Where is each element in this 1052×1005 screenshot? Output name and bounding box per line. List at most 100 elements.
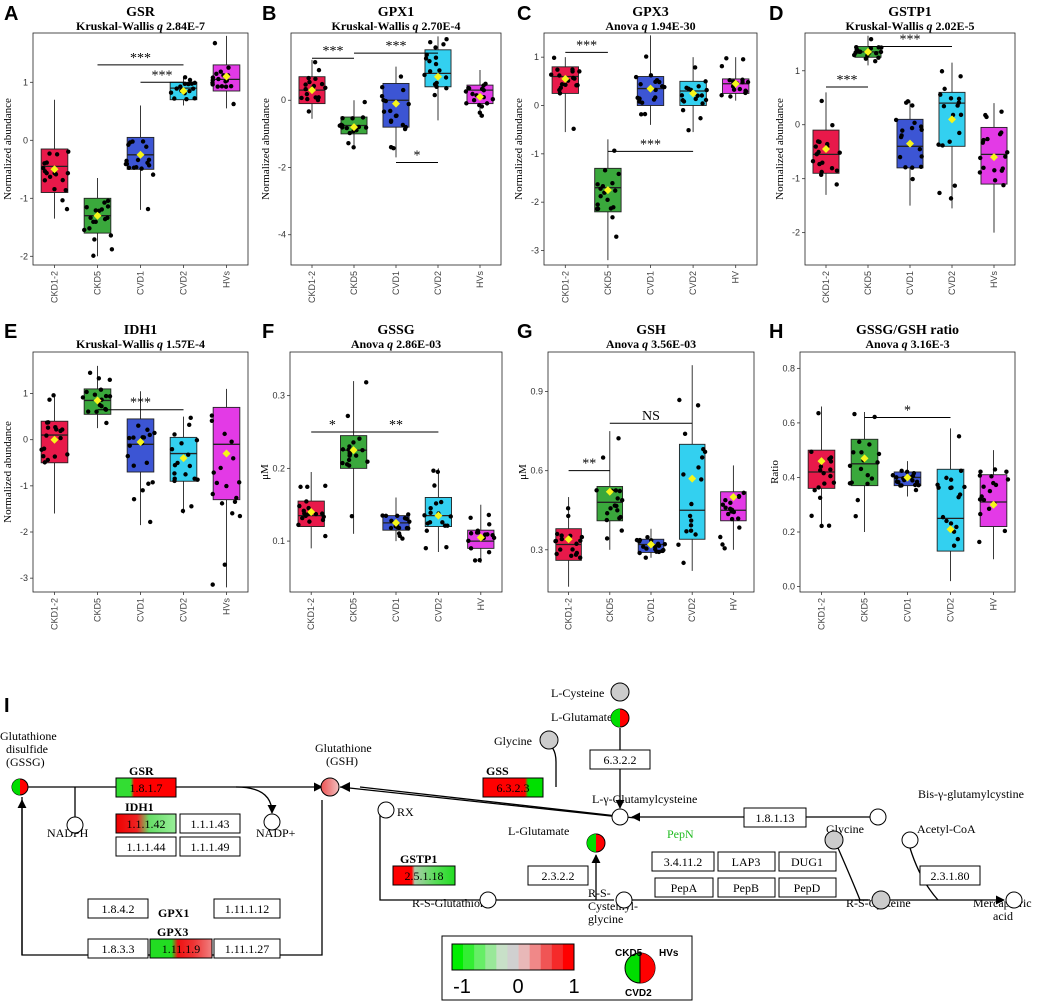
data-point: [237, 480, 242, 485]
data-point: [553, 538, 559, 544]
data-point: [471, 98, 477, 103]
data-point: [828, 467, 833, 472]
y-tick-label: 1: [23, 389, 28, 399]
data-point: [641, 544, 646, 549]
data-point: [180, 508, 186, 514]
data-point: [109, 247, 115, 252]
compound-acetyl-coa: Acetyl-CoA: [917, 822, 976, 836]
data-point: [307, 79, 312, 85]
panel-letter-b: B: [262, 3, 276, 25]
legend-swatch: [551, 944, 564, 970]
legend-swatch: [496, 944, 508, 970]
x-tick-label: CKD5: [349, 598, 359, 622]
data-point: [858, 49, 863, 54]
node-bis-gamma: [869, 808, 887, 826]
data-point: [872, 414, 877, 420]
compound-gssg-line2: disulfide: [6, 742, 48, 756]
data-point: [127, 435, 132, 441]
data-point: [681, 99, 687, 104]
enzyme-6-3-2-2: 6.3.2.2: [604, 753, 637, 767]
data-point: [720, 502, 726, 507]
mean-marker: [817, 457, 826, 466]
data-point: [230, 511, 235, 516]
data-point: [47, 151, 52, 156]
data-point: [402, 515, 408, 521]
mean-marker: [564, 535, 573, 544]
y-tick-label: -1: [531, 149, 539, 159]
data-point: [941, 104, 947, 109]
panel-title: GSH: [636, 323, 666, 338]
data-point: [228, 84, 234, 89]
data-point: [821, 470, 826, 476]
data-point: [422, 72, 427, 78]
data-point: [301, 508, 306, 514]
y-tick-label: 0.3: [530, 545, 543, 555]
data-point: [637, 539, 642, 544]
gene-label-gpx3: GPX3: [157, 925, 188, 939]
data-point: [681, 560, 686, 566]
enzyme-1-8-3-3: 1.8.3.3: [102, 942, 135, 956]
data-point: [643, 555, 648, 560]
data-point: [490, 532, 495, 538]
gene-label-gpx1: GPX1: [158, 906, 189, 920]
data-point: [190, 86, 196, 91]
mean-marker: [476, 533, 485, 542]
mean-marker: [50, 435, 59, 444]
data-point: [182, 75, 188, 80]
data-point: [876, 55, 881, 60]
data-point: [131, 463, 136, 468]
data-point: [44, 160, 49, 165]
data-point: [175, 460, 180, 466]
data-point: [570, 547, 575, 552]
significance-label: **: [389, 418, 403, 433]
box-ckd1-2: [298, 59, 328, 119]
data-point: [809, 449, 814, 455]
data-point: [434, 84, 439, 89]
data-point: [344, 462, 350, 467]
mean-marker: [822, 145, 830, 153]
data-point: [303, 86, 308, 92]
x-tick-label: HVs: [222, 271, 232, 289]
data-point: [855, 497, 860, 503]
data-point: [313, 76, 318, 82]
y-tick-label: -3: [531, 246, 539, 256]
data-point: [559, 536, 565, 542]
y-tick-label: 0.1: [272, 536, 285, 546]
data-point: [689, 501, 694, 507]
data-point: [954, 524, 959, 530]
box-cvd2: [168, 75, 198, 106]
data-point: [847, 463, 853, 468]
data-point: [645, 535, 650, 540]
mean-marker: [93, 396, 102, 405]
data-point: [548, 72, 554, 77]
panel-title: IDH1: [124, 323, 157, 338]
data-point: [956, 100, 962, 105]
data-point: [146, 481, 151, 486]
legend-swatch: [507, 944, 519, 970]
data-point: [438, 499, 444, 505]
data-point: [41, 165, 46, 171]
data-point: [340, 115, 345, 121]
legend-swatch: [518, 944, 530, 970]
data-point: [145, 427, 150, 432]
box-cvd2: [169, 415, 200, 514]
data-point: [566, 513, 571, 519]
mean-marker: [93, 211, 102, 220]
data-point: [189, 504, 194, 509]
y-tick-label: -2: [20, 251, 28, 261]
data-point: [608, 506, 613, 511]
data-point: [899, 133, 904, 138]
data-point: [948, 96, 954, 101]
data-point: [680, 108, 686, 113]
data-point: [388, 118, 394, 123]
x-tick-label: CKD1-2: [50, 271, 60, 303]
data-point: [424, 528, 430, 533]
data-point: [127, 443, 132, 448]
data-point: [131, 496, 137, 502]
data-point: [96, 376, 102, 381]
enzyme-gstp1: 2.5.1.18: [405, 869, 444, 883]
